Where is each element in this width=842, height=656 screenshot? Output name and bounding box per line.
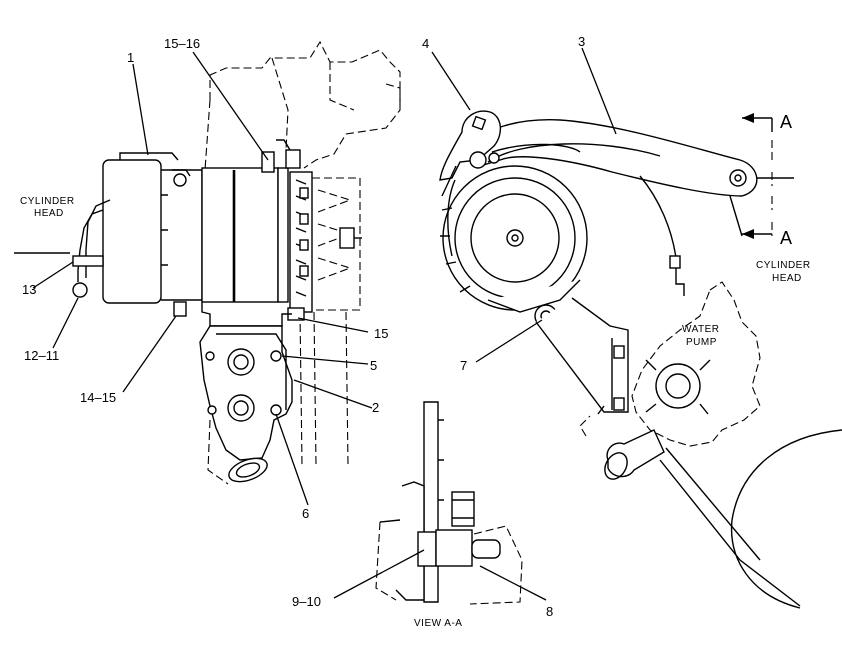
- cylinder-head-left-line2: HEAD: [34, 208, 64, 219]
- callout-13: 13: [22, 282, 36, 297]
- callout-3: 3: [578, 34, 585, 49]
- right-front-view: [439, 110, 842, 609]
- left-side-view: [14, 40, 401, 485]
- leader-lines: [32, 47, 617, 601]
- callout-8: 8: [546, 604, 553, 619]
- callout-14-15: 14–15: [80, 390, 116, 405]
- cylinder-head-right-line2: HEAD: [772, 273, 802, 284]
- callout-9-10: 9–10: [292, 594, 321, 609]
- water-pump-line1: WATER: [682, 324, 720, 335]
- callout-7: 7: [460, 358, 467, 373]
- section-marker-bottom: A: [780, 228, 792, 248]
- section-view-a-a: [375, 401, 523, 605]
- cylinder-head-right-line1: CYLINDER: [756, 260, 811, 271]
- cylinder-head-left-line1: CYLINDER: [20, 196, 75, 207]
- callout-4: 4: [422, 36, 429, 51]
- callout-1: 1: [127, 50, 134, 65]
- callout-labels: 1 2 3 4 5 6 7 8 9–10 12–11 13 14–15 15 1…: [20, 34, 811, 629]
- callout-15-16: 15–16: [164, 36, 200, 51]
- water-pump-line2: PUMP: [686, 337, 717, 348]
- callout-6: 6: [302, 506, 309, 521]
- section-marker-top: A: [780, 112, 792, 132]
- view-label: VIEW A-A: [414, 618, 462, 629]
- callout-5: 5: [370, 358, 377, 373]
- callout-2: 2: [372, 400, 379, 415]
- callout-12-11: 12–11: [24, 348, 59, 363]
- callout-15: 15: [374, 326, 388, 341]
